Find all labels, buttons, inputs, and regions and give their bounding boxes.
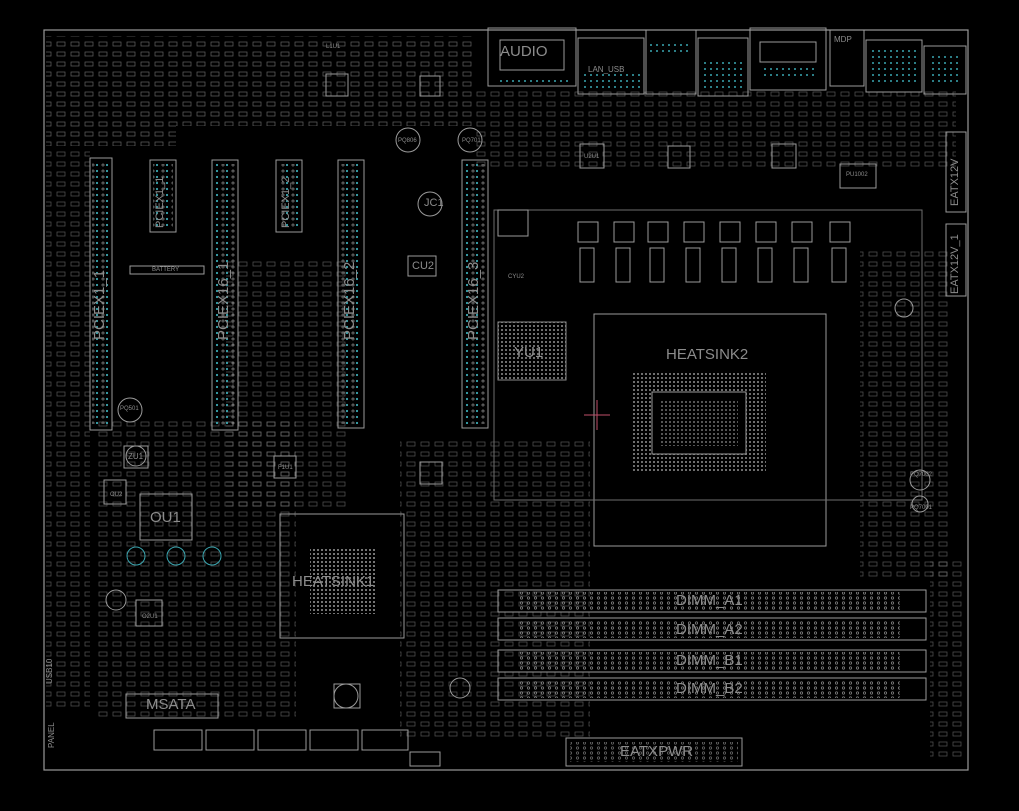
pq501-label: PQ501 — [120, 406, 139, 412]
pciex16-3-label: PCIEX16_3 — [465, 261, 482, 340]
dimm-a2-label: DIMM_A2 — [676, 621, 743, 638]
rear-io — [487, 27, 967, 97]
eatx12v-connector — [945, 131, 967, 213]
dimm-b1-label: DIMM_B1 — [676, 652, 743, 669]
pcie-slots — [89, 157, 489, 431]
heatsink2-label: HEATSINK2 — [666, 346, 749, 363]
heatsink1-outline — [279, 513, 405, 639]
zu1-label: ZU1 — [128, 452, 144, 461]
board-outline — [43, 29, 969, 771]
dimm-b2-label: DIMM_B2 — [676, 680, 743, 697]
yu1-label: YU1 — [514, 344, 544, 361]
audio-label: AUDIO — [500, 43, 548, 60]
battery-label: BATTERY — [152, 267, 180, 273]
dimm-a1-label: DIMM_A1 — [676, 592, 743, 609]
u2u1-label: U2U1 — [584, 154, 600, 160]
eatx12v1-label: EATX12V_1 — [949, 234, 961, 294]
msata-slot — [125, 693, 219, 719]
yu1-chip — [497, 321, 567, 381]
mdp-label: MDP — [834, 35, 852, 44]
l1u1-label: L1U1 — [326, 44, 341, 50]
pciex1-2-label: PCIEX1_2 — [280, 176, 292, 228]
panel-label: PANEL — [47, 722, 56, 748]
heatsink2-outline — [593, 313, 827, 547]
ou1-chip — [139, 493, 193, 541]
cyu2-label: CYU2 — [508, 274, 525, 280]
pciex16-2-label: PCIEX16_2 — [341, 261, 358, 340]
jc1-label: JC1 — [424, 197, 444, 209]
dimm-slots — [497, 589, 927, 701]
battery-holder — [129, 265, 205, 275]
pq7001-label: PQ7001 — [910, 505, 933, 511]
pciex1-1-label: PCIEX1_1 — [91, 269, 108, 340]
f1u1-label: F1U1 — [278, 465, 293, 471]
eatx12v-label: EATX12V — [949, 158, 961, 207]
eatxpwr-connector — [565, 737, 743, 767]
pciex16-1-label: PCIEX16_1 — [215, 261, 232, 340]
lan-usb-label: LAN_USB — [588, 65, 625, 74]
pu1002-label: PU1002 — [846, 172, 868, 178]
eatxpwr-label: EATXPWR — [620, 743, 694, 760]
pciex1-1-small-label: PCIEX1_1 — [154, 176, 166, 228]
ou1-label: OU1 — [150, 509, 181, 526]
pq701-label: PQ701 — [462, 138, 481, 144]
pch-chip — [310, 548, 376, 614]
o2u1-label: O2U1 — [142, 614, 158, 620]
usb10-label: USB10 — [45, 658, 54, 684]
cu2-label: CU2 — [412, 260, 435, 272]
ou2-label: OU2 — [110, 492, 123, 498]
pq806-label: PQ806 — [398, 138, 417, 144]
pq7002-label: PQ7002 — [910, 472, 933, 478]
msata-label: MSATA — [146, 696, 196, 713]
eatx12v1-connector — [945, 223, 967, 297]
heatsink1-label: HEATSINK1 — [292, 573, 375, 590]
